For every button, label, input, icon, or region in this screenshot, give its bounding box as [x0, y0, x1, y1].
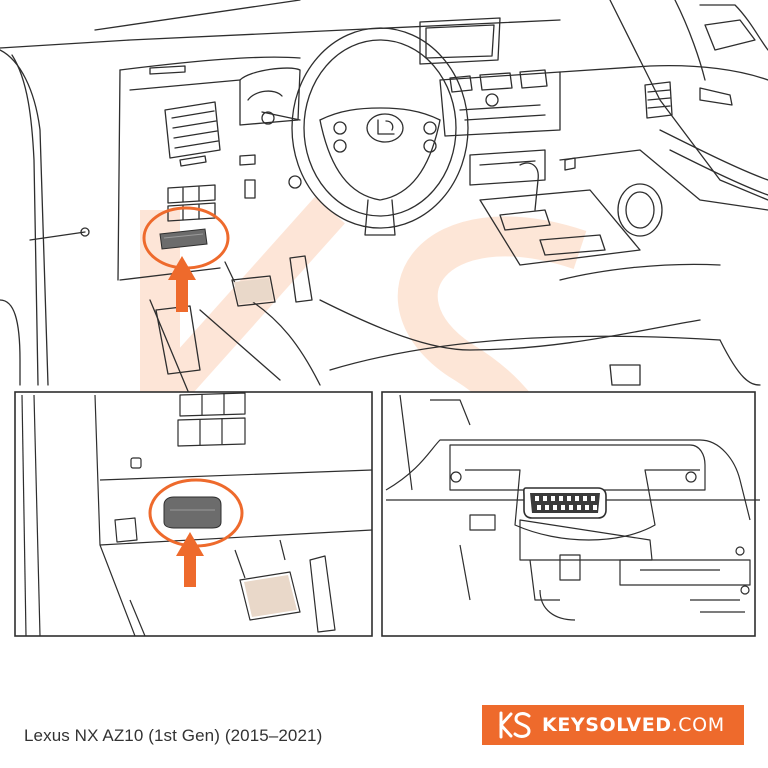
obd-connector-closeup: [381, 391, 760, 637]
keysolved-brand-badge[interactable]: KEYSOLVED.COM: [482, 705, 744, 745]
orange-arrow-icon: [168, 256, 196, 312]
obd-connector-icon: [523, 487, 607, 519]
vehicle-caption: Lexus NX AZ10 (1st Gen) (2015–2021): [24, 726, 323, 745]
pedal-texture: [234, 278, 273, 304]
brand-domain-suffix: .COM: [671, 714, 725, 736]
keysolved-logo-icon: [499, 711, 531, 739]
steering-wheel-icon: [291, 27, 469, 236]
main-interior-view: [0, 0, 768, 421]
brand-name: KEYSOLVED: [542, 714, 672, 736]
inset-closeup-panel: [14, 391, 373, 637]
